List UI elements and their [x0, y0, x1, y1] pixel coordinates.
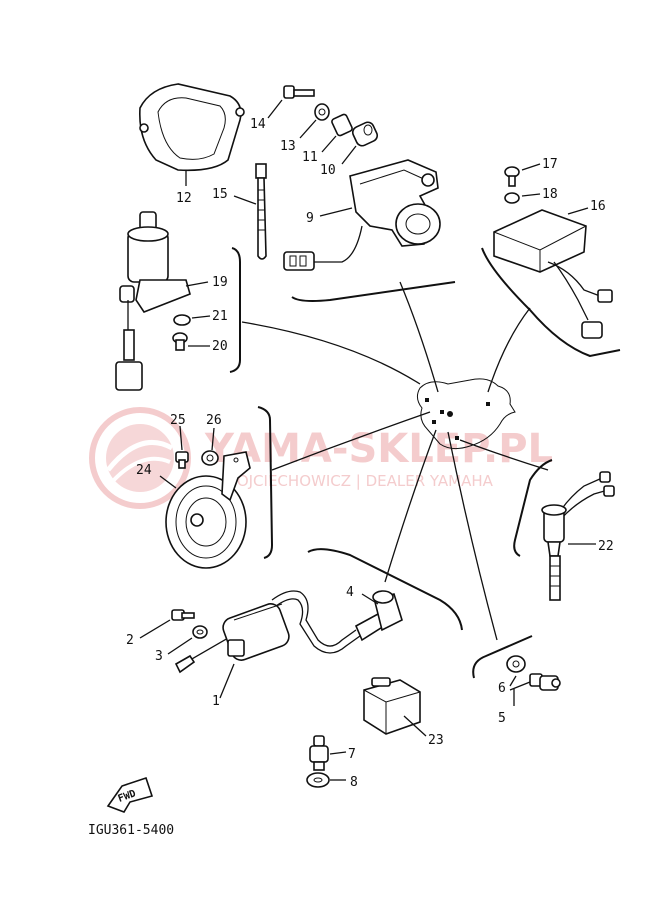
diagram-code: IGU361-5400 — [88, 823, 174, 838]
callout-21: 21 — [212, 309, 228, 324]
callout-14: 14 — [250, 117, 266, 132]
part-20-bolt[interactable] — [172, 332, 210, 351]
part-7-sensor[interactable] — [309, 735, 347, 771]
part-3-washer[interactable] — [167, 625, 208, 655]
part-10-grommet[interactable] — [341, 120, 379, 165]
callout-17: 17 — [542, 157, 558, 172]
part-13-washer[interactable] — [299, 103, 330, 139]
part-14-bolt[interactable] — [267, 85, 315, 119]
callout-23: 23 — [428, 733, 444, 748]
callout-9: 9 — [306, 211, 314, 226]
part-21-washer[interactable] — [173, 314, 211, 326]
part-17-screw[interactable] — [504, 163, 541, 187]
part-16-cdi-unit[interactable] — [493, 207, 613, 339]
part-23-relay[interactable] — [363, 677, 427, 737]
group-brackets — [229, 247, 621, 679]
part-25-bolt[interactable] — [175, 425, 189, 469]
part-26-washer[interactable] — [201, 427, 219, 466]
callout-3: 3 — [155, 649, 163, 664]
callout-20: 20 — [212, 339, 228, 354]
part-12-housing[interactable] — [139, 83, 245, 186]
leader-lines — [241, 281, 549, 641]
part-15-band[interactable] — [233, 163, 267, 260]
watermark-subtitle: WOJCIECHOWICZ | DEALER YAMAHA — [222, 472, 494, 490]
callout-13: 13 — [280, 139, 296, 154]
callout-25: 25 — [170, 413, 186, 428]
callout-18: 18 — [542, 187, 558, 202]
callout-12: 12 — [176, 191, 192, 206]
callout-labels: 1 2 3 4 5 6 7 8 9 10 11 12 13 14 15 16 1… — [126, 117, 614, 790]
callout-1: 1 — [212, 694, 220, 709]
part-18-washer[interactable] — [504, 192, 541, 204]
part-6-washer[interactable] — [506, 655, 526, 673]
callout-2: 2 — [126, 633, 134, 648]
part-8-gasket[interactable] — [306, 772, 346, 788]
callout-26: 26 — [206, 413, 222, 428]
callout-24: 24 — [136, 463, 152, 478]
watermark: YAMA-SKLEP.PL WOJCIECHOWICZ | DEALER YAM… — [89, 407, 553, 509]
watermark-title: YAMA-SKLEP.PL — [204, 426, 553, 472]
part-9-servo-unit[interactable] — [283, 159, 441, 271]
callout-8: 8 — [350, 775, 358, 790]
part-11-collar[interactable] — [321, 113, 353, 153]
part-2-bolt[interactable] — [139, 609, 195, 639]
part-4-plug-cap[interactable] — [354, 590, 403, 642]
part-22-switch[interactable] — [541, 471, 615, 601]
callout-4: 4 — [346, 585, 354, 600]
callout-6: 6 — [498, 681, 506, 696]
callout-11: 11 — [302, 150, 318, 165]
callout-5: 5 — [498, 711, 506, 726]
callout-7: 7 — [348, 747, 356, 762]
callout-10: 10 — [320, 163, 336, 178]
part-1-ignition-coil[interactable] — [174, 590, 361, 699]
callout-22: 22 — [598, 539, 614, 554]
callout-16: 16 — [590, 199, 606, 214]
part-24-horn[interactable] — [159, 451, 251, 569]
callout-19: 19 — [212, 275, 228, 290]
fwd-arrow-icon: FWD — [106, 776, 154, 813]
frame-mount-outline — [416, 378, 516, 450]
part-19-main-switch[interactable] — [115, 211, 209, 391]
callout-15: 15 — [212, 187, 228, 202]
part-5-switch[interactable] — [509, 673, 561, 706]
